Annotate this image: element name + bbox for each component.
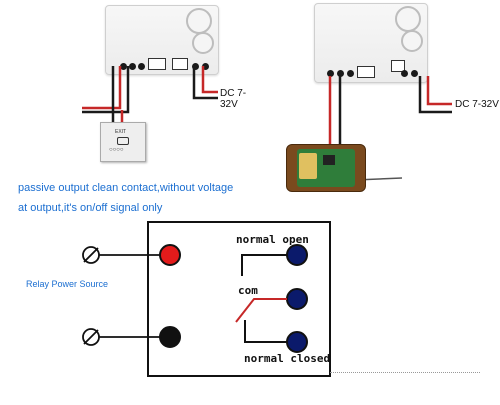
terminal-black	[159, 326, 181, 348]
terminal	[411, 70, 418, 77]
description-line-2: at output,it's on/off signal only	[18, 202, 163, 214]
relay-box	[147, 221, 331, 377]
screw-knob-2	[401, 30, 423, 52]
com-label: com	[238, 284, 258, 297]
top-left-wiring: DC 7-32V EXIT ○○○○	[0, 0, 250, 170]
contact-com	[235, 298, 287, 323]
dc-voltage-label: DC 7-32V	[220, 88, 247, 110]
wire-black	[82, 66, 130, 114]
exit-button-dots: ○○○○	[109, 147, 124, 153]
normal-open-label: normal open	[236, 233, 309, 246]
terminal-normal-open	[286, 244, 308, 266]
terminal	[202, 63, 209, 70]
wire-red	[426, 76, 452, 106]
relay-power-source-label: Relay Power Source	[26, 279, 109, 289]
wire-black	[192, 66, 218, 100]
terminal-red	[159, 244, 181, 266]
contact-normal-closed	[244, 320, 287, 343]
wires-left	[82, 66, 218, 125]
terminal	[192, 63, 199, 70]
receiver-module-left	[105, 5, 219, 75]
exit-switch: EXIT ○○○○	[100, 122, 146, 162]
top-right-wiring: DC 7-32V	[250, 0, 500, 200]
jumper-block	[172, 58, 188, 70]
normal-closed-label: normal closed	[244, 352, 331, 365]
wire-black	[418, 76, 452, 114]
exit-switch-label: EXIT	[115, 129, 127, 135]
terminal	[120, 63, 127, 70]
receiver-module-right	[314, 3, 428, 83]
wire-red	[82, 66, 122, 110]
dc-voltage-label: DC 7-32V	[455, 99, 499, 110]
screw-knob-1	[186, 8, 212, 34]
terminal-com	[286, 288, 308, 310]
contact-normal-open	[241, 254, 287, 276]
wires-right	[328, 76, 452, 181]
chip	[323, 155, 335, 165]
terminal	[129, 63, 136, 70]
screw-knob-1	[395, 6, 421, 32]
jumper-block	[148, 58, 166, 70]
screw-symbol-top	[82, 246, 100, 264]
remote-receiver-board	[286, 144, 366, 192]
wire-red	[201, 66, 218, 94]
terminal	[327, 70, 334, 77]
battery	[299, 153, 317, 179]
terminal	[138, 63, 145, 70]
terminal	[401, 70, 408, 77]
description-line-1: passive output clean contact,without vol…	[18, 182, 234, 194]
jumper-block	[391, 60, 405, 72]
terminal	[337, 70, 344, 77]
terminal	[347, 70, 354, 77]
screw-knob-2	[192, 32, 214, 54]
terminal-normal-closed	[286, 331, 308, 353]
jumper-block	[357, 66, 375, 78]
screw-symbol-bottom	[82, 328, 100, 346]
dashed-line	[330, 372, 480, 373]
exit-button-icon	[117, 137, 129, 145]
